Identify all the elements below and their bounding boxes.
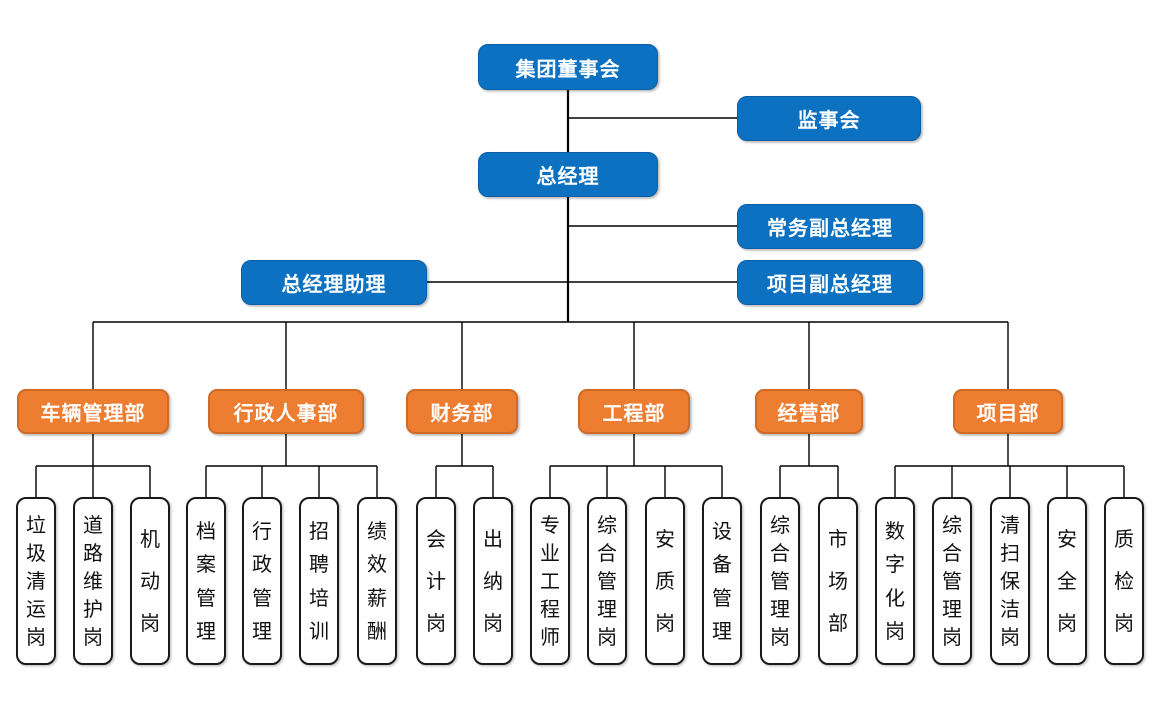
- node-pos-general-management-eng: 综合管理岗: [587, 497, 627, 665]
- node-dept-engineering: 工程部: [578, 389, 690, 434]
- node-gm-assistant: 总经理助理: [241, 260, 427, 305]
- node-pos-marketing: 市场部: [818, 497, 858, 665]
- node-pos-safety: 安全岗: [1047, 497, 1087, 665]
- node-pos-cleaning: 清扫保洁岗: [990, 497, 1030, 665]
- node-pos-cashier: 出纳岗: [473, 497, 513, 665]
- node-dept-vehicle-management: 车辆管理部: [17, 389, 169, 434]
- node-project-deputy-gm: 项目副总经理: [737, 260, 923, 305]
- node-group-board: 集团董事会: [478, 44, 658, 90]
- node-pos-professional-engineer: 专业工程师: [530, 497, 570, 665]
- node-dept-finance: 财务部: [406, 389, 518, 434]
- node-pos-admin-management: 行政管理: [242, 497, 282, 665]
- node-dept-admin-hr: 行政人事部: [208, 389, 364, 434]
- node-executive-deputy-gm: 常务副总经理: [737, 204, 923, 249]
- node-pos-equipment-management: 设备管理: [702, 497, 742, 665]
- node-pos-mobile: 机动岗: [130, 497, 170, 665]
- node-pos-general-management-proj: 综合管理岗: [932, 497, 972, 665]
- node-supervisory-board: 监事会: [737, 96, 921, 141]
- node-pos-recruitment-training: 招聘培训: [299, 497, 339, 665]
- node-pos-archives-management: 档案管理: [186, 497, 226, 665]
- node-dept-operations: 经营部: [755, 389, 863, 434]
- node-dept-project: 项目部: [953, 389, 1063, 434]
- node-pos-performance-payroll: 绩效薪酬: [357, 497, 397, 665]
- node-pos-safety-quality: 安质岗: [645, 497, 685, 665]
- node-pos-general-management-ops: 综合管理岗: [760, 497, 800, 665]
- node-pos-quality-inspection: 质检岗: [1104, 497, 1144, 665]
- node-pos-digitalization: 数字化岗: [875, 497, 915, 665]
- node-pos-garbage-collection: 垃圾清运岗: [16, 497, 56, 665]
- node-pos-road-maintenance: 道路维护岗: [73, 497, 113, 665]
- node-general-manager: 总经理: [478, 152, 658, 197]
- node-pos-accounting: 会计岗: [416, 497, 456, 665]
